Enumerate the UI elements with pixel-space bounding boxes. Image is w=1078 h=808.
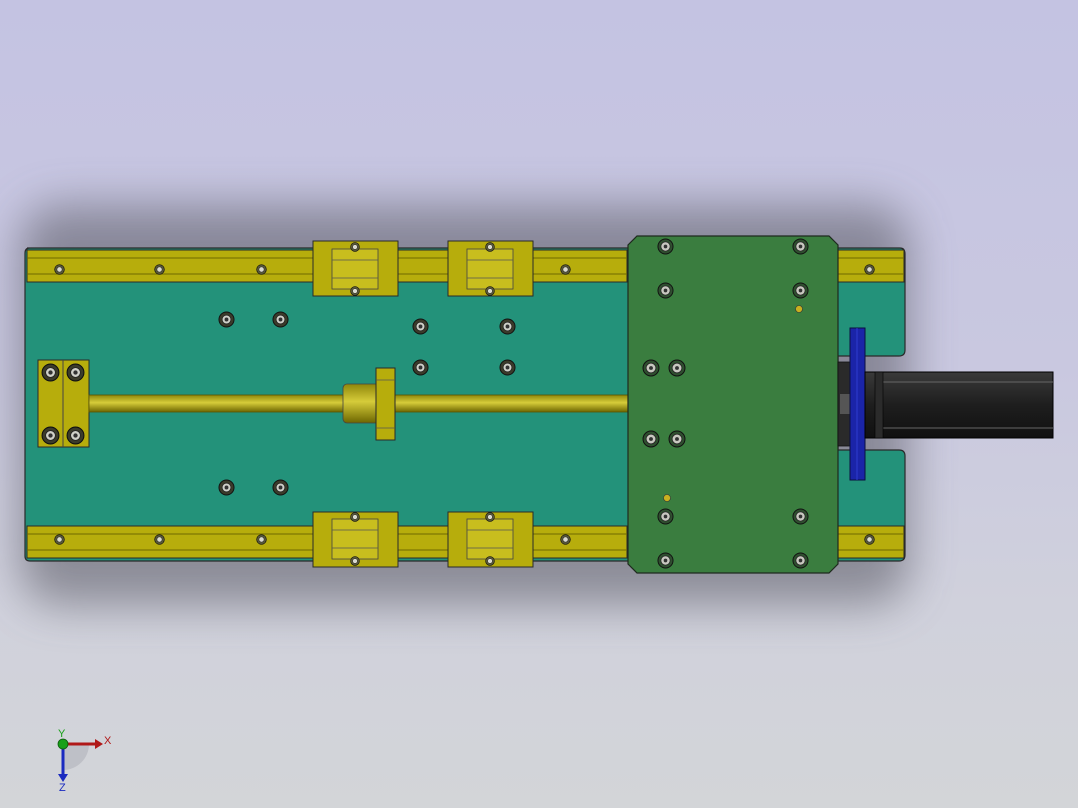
bearing-block-bottom-right[interactable] (447, 511, 534, 568)
rail-screw (154, 534, 165, 545)
reference-triad[interactable]: X Y Z (57, 728, 112, 794)
block-screw (350, 512, 360, 522)
z-axis-label: Z (59, 782, 66, 794)
y-axis-label: Y (58, 728, 66, 740)
block-screw (350, 556, 360, 566)
locating-pin (663, 494, 671, 502)
rail-screw (560, 534, 571, 545)
bearing-block-top-left[interactable] (312, 240, 399, 297)
ball-screw-nut[interactable] (342, 367, 396, 441)
block-screw (485, 242, 495, 252)
motor-flange[interactable] (849, 327, 866, 481)
block-screw (485, 556, 495, 566)
block-screw (485, 286, 495, 296)
triad-plane (63, 744, 89, 770)
rail-screw (560, 264, 571, 275)
y-axis-dot (57, 738, 69, 750)
rail-screw (256, 264, 267, 275)
bearing-block-bottom-left[interactable] (312, 511, 399, 568)
locating-pin (795, 305, 803, 313)
rail-screw (54, 534, 65, 545)
end-support-block[interactable] (37, 359, 90, 448)
block-screw (350, 242, 360, 252)
rail-screw (256, 534, 267, 545)
rail-screw (154, 264, 165, 275)
rail-screw (864, 264, 875, 275)
carriage-plate[interactable] (627, 235, 839, 574)
rail-screw (864, 534, 875, 545)
stepper-motor[interactable] (864, 371, 1054, 439)
block-screw (350, 286, 360, 296)
bearing-block-top-right[interactable] (447, 240, 534, 297)
x-axis-label: X (104, 735, 112, 747)
rail-screw (54, 264, 65, 275)
block-screw (485, 512, 495, 522)
